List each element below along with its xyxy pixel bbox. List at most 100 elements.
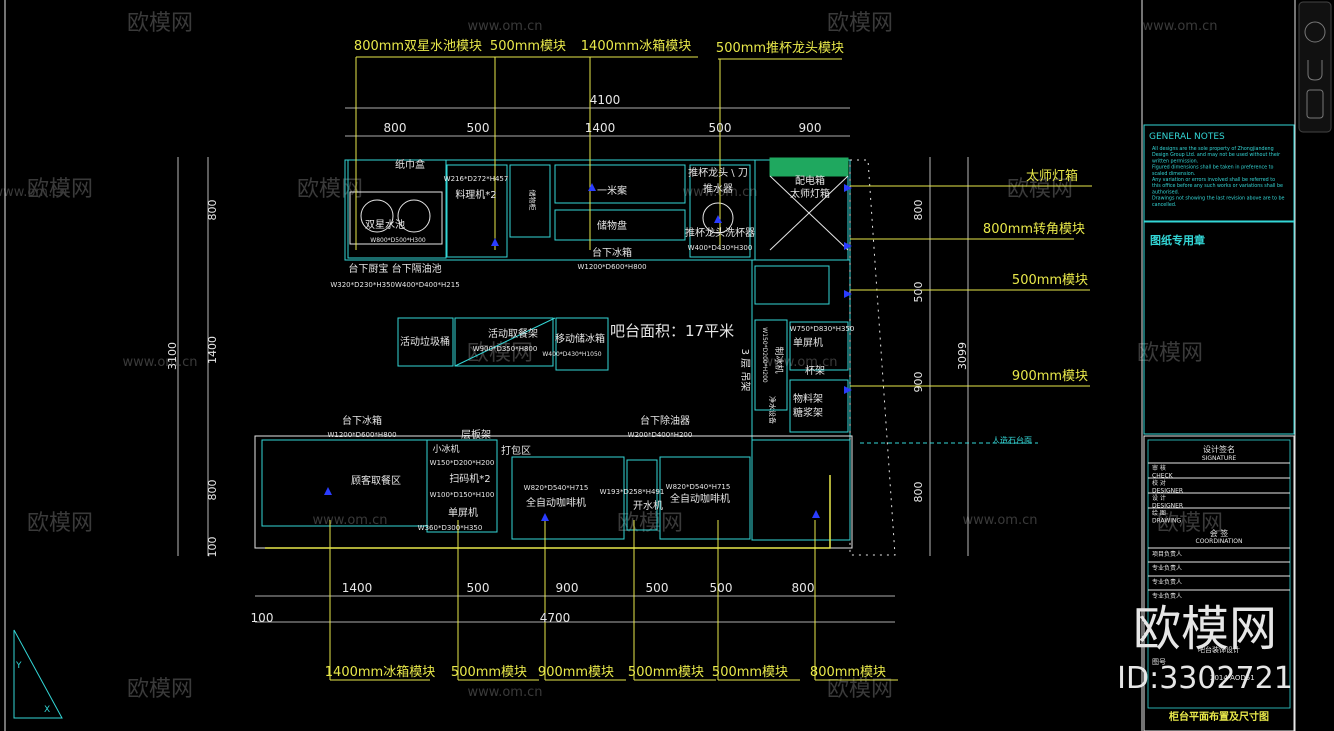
- watermark-url: www.om.cn: [313, 513, 388, 528]
- equipment-sink: 双星水池: [365, 218, 405, 231]
- signature-sub: SIGNATURE: [1202, 455, 1237, 462]
- equipment-filter-size: W200*D400*H200: [628, 431, 693, 439]
- meeting-title: 会 签: [1210, 528, 1229, 538]
- equipment-layer-rack: 层板架: [461, 428, 491, 441]
- meeting-row-label: 专业负责人: [1152, 564, 1182, 572]
- watermark-brand: 欧模网: [1157, 511, 1223, 536]
- module-label-top: 800mm双星水池模块: [354, 39, 482, 54]
- dim-bottom-offset: 100: [251, 611, 274, 625]
- equipment-cabinet-a: 储物柜: [528, 190, 537, 211]
- signature-row-label: DESIGNER: [1152, 503, 1183, 510]
- up-arrow-icon: [812, 510, 820, 518]
- equipment-light-box-a: 配电箱: [795, 174, 825, 187]
- dim-top-part: 800: [384, 121, 407, 135]
- module-label-right: 太师灯箱: [1026, 168, 1078, 184]
- equipment-coffee-a: 全自动咖啡机: [526, 496, 586, 509]
- module-label-bottom: 500mm模块: [712, 665, 788, 680]
- dim-bottom-part: 800: [792, 581, 815, 595]
- zoom-icon[interactable]: [1306, 89, 1324, 119]
- svg-text:Y: Y: [15, 661, 22, 671]
- up-arrow-icon: [588, 183, 596, 191]
- watermark-brand: 欧模网: [127, 677, 193, 702]
- equipment-small-fridge: 小冰机: [432, 443, 459, 455]
- equipment-ice-water: 开水机: [633, 499, 663, 512]
- general-note-line: All designs are the sole property of Zho…: [1152, 146, 1274, 152]
- equipment-light-box-b: 太师灯箱: [790, 187, 830, 200]
- equipment-water: 推水器: [703, 182, 733, 195]
- meeting-row-label: 专业负责人: [1152, 578, 1182, 586]
- module-label-bottom: 900mm模块: [538, 665, 614, 680]
- module-label-right: 800mm转角模块: [983, 222, 1085, 237]
- watermark-brand: 欧模网: [1137, 341, 1203, 366]
- pan-hand-icon[interactable]: [1307, 60, 1323, 81]
- equipment-pickup-size: W900*D350*H800: [473, 345, 538, 353]
- equipment-print-area: 打包区: [501, 444, 531, 457]
- dim-left-part: 1400: [206, 336, 219, 364]
- module-label-top: 500mm模块: [490, 39, 566, 54]
- equipment-small-fridge-size: W150*D200*H200: [430, 459, 495, 467]
- equipment-fridge-bottom: 台下冰箱: [342, 414, 382, 427]
- signature-row-label: 绘 图: [1152, 509, 1166, 517]
- equipment-store: 储物盘: [597, 219, 627, 232]
- dimension-lines: [177, 107, 969, 623]
- dim-bottom-part: 500: [467, 581, 490, 595]
- watermark-url: www.om.cn: [763, 355, 838, 370]
- general-note-line: cancelled.: [1152, 202, 1176, 208]
- dim-left-part: 100: [206, 537, 219, 558]
- meeting-sub: COORDINATION: [1196, 538, 1243, 545]
- general-notes-body: All designs are the sole property of Zho…: [1152, 146, 1284, 208]
- view-toolbar[interactable]: [1298, 1, 1332, 133]
- general-note-line: Design Group Ltd. and may not be used wi…: [1152, 152, 1280, 158]
- up-arrow-icon: [491, 238, 499, 246]
- equipment-board: 一米案: [597, 184, 627, 197]
- signature-title: 设计签名: [1203, 444, 1235, 454]
- compass-icon[interactable]: [1304, 21, 1326, 43]
- dim-top-part: 500: [467, 121, 490, 135]
- watermark-brand: 欧模网: [827, 11, 893, 36]
- meeting-row-label: 专业负责人: [1152, 592, 1182, 600]
- drawing-no-label: 图号: [1152, 658, 1166, 666]
- equipment-coffee-a-size: W820*D540*H715: [524, 484, 589, 492]
- leader-lines: [329, 56, 1092, 681]
- signature-row-label: 校 对: [1152, 479, 1166, 487]
- id-text: ID:3302721: [1117, 661, 1293, 696]
- svg-text:X: X: [44, 705, 50, 715]
- general-note-line: scaled dimension.: [1152, 171, 1195, 177]
- module-label-right: 500mm模块: [1012, 273, 1088, 288]
- meeting-row-label: 项目负责人: [1152, 550, 1182, 558]
- signature-row-label: CHECK: [1152, 473, 1174, 480]
- watermark-brand: 欧模网: [467, 341, 533, 366]
- equipment-cup-washer: 推杯龙头洗杯器: [685, 226, 755, 239]
- equipment-printer: 扫码机*2: [449, 472, 490, 485]
- up-arrow-icon: [324, 487, 332, 495]
- blue-arrows: [324, 183, 852, 521]
- general-note-line: Figured dimensions shall be taken in pre…: [1152, 165, 1273, 171]
- watermark-brand: 欧模网: [1007, 177, 1073, 202]
- equipment-under-sizes: W320*D230*H350W400*D400*H215: [330, 281, 459, 289]
- watermark-url: www.om.cn: [0, 185, 67, 200]
- left-arrow-icon: [844, 242, 852, 250]
- left-arrow-icon: [844, 386, 852, 394]
- watermark-brand: 欧模网: [827, 677, 893, 702]
- equipment-fridge-top-size: W1200*D600*H800: [577, 263, 646, 271]
- equipment-pickup: 活动取餐架: [488, 327, 538, 340]
- equipment-sink-size: W800*D500*H300: [370, 237, 426, 244]
- dim-top-part: 900: [799, 121, 822, 135]
- equipment-ice-size: W400*D430*H1050: [542, 351, 601, 358]
- equipment-material-rack: 物料架: [793, 392, 823, 405]
- bar-area-label: 吧台面积：17平米: [610, 322, 734, 340]
- watermark-layer: 欧模网欧模网欧模网欧模网欧模网欧模网欧模网欧模网欧模网欧模网欧模网欧模网www.…: [0, 11, 1223, 702]
- equipment-ice-machine: 制冰机: [773, 346, 785, 373]
- dim-right-part: 800: [912, 200, 925, 221]
- module-label-top: 500mm推杯龙头模块: [716, 41, 844, 56]
- equipment-rack-side: 3 层 吊架: [739, 349, 751, 392]
- project-name: 吧台装饰设计: [1198, 645, 1240, 654]
- module-label-right: 900mm模块: [1012, 369, 1088, 384]
- dim-bottom-part: 500: [710, 581, 733, 595]
- dim-right-part: 800: [912, 482, 925, 503]
- title-block: GENERAL NOTES All designs are the sole p…: [1143, 124, 1295, 731]
